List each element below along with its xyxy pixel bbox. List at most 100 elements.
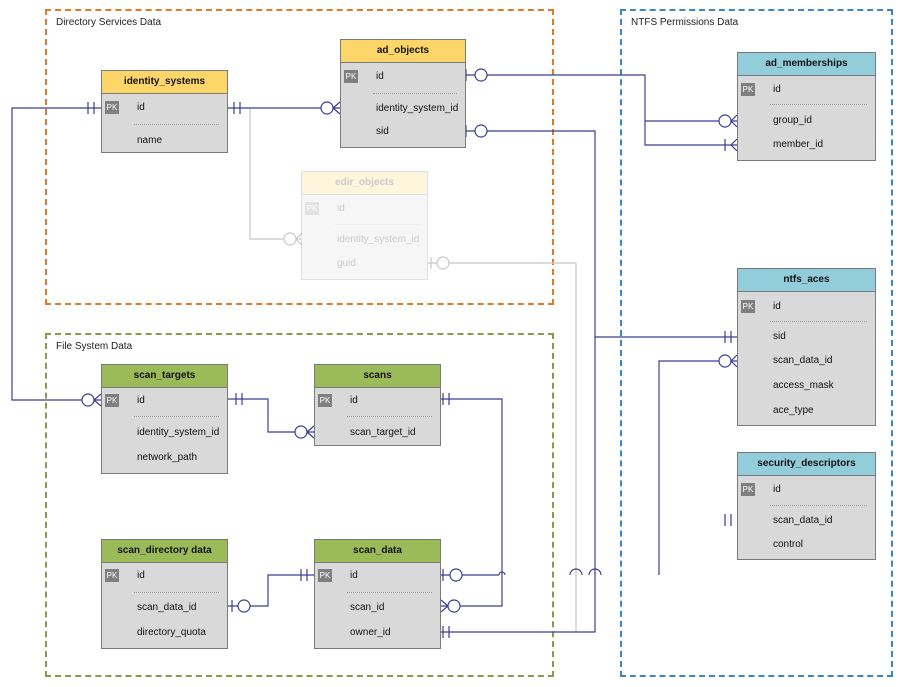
link-identity-systems-scan-targets bbox=[11, 107, 101, 401]
faded-links bbox=[249, 108, 577, 632]
entity-identity-systems[interactable]: identity_systems PK id name bbox=[101, 70, 228, 153]
field-row: access_mask bbox=[738, 378, 875, 394]
active-links bbox=[11, 68, 738, 638]
pk-badge: PK bbox=[105, 569, 119, 582]
entity-edir-objects[interactable]: edir_objects PK id identity_system_id gu… bbox=[301, 171, 428, 280]
pk-badge: PK bbox=[318, 569, 332, 582]
link-scans-scan-data bbox=[441, 398, 503, 607]
field-row: directory_quota bbox=[102, 625, 227, 641]
field-row: identity_system_id bbox=[302, 232, 427, 248]
field-row: PK id bbox=[738, 82, 875, 98]
field-name: id bbox=[773, 301, 781, 312]
field-row: name bbox=[102, 133, 227, 149]
field-name: identity_system_id bbox=[376, 103, 459, 114]
pk-badge: PK bbox=[105, 101, 119, 114]
field-row: scan_data_id bbox=[738, 513, 875, 529]
entity-header: identity_systems bbox=[102, 71, 227, 94]
separator bbox=[134, 416, 219, 417]
entity-header: ad_memberships bbox=[738, 53, 875, 76]
group-directory-services-label: Directory Services Data bbox=[56, 17, 162, 28]
field-row: PK id bbox=[102, 568, 227, 584]
field-name: control bbox=[773, 539, 804, 550]
field-name: id bbox=[337, 203, 345, 214]
field-name: id bbox=[350, 570, 358, 581]
field-name: group_id bbox=[773, 115, 812, 126]
entity-header: scans bbox=[315, 365, 440, 388]
separator bbox=[770, 505, 867, 506]
field-name: scan_id bbox=[350, 602, 385, 613]
field-name: access_mask bbox=[773, 380, 834, 391]
link-identity-systems-edir-objects bbox=[249, 108, 301, 240]
field-row: ace_type bbox=[738, 403, 875, 419]
field-row: guid bbox=[302, 256, 427, 272]
field-name: directory_quota bbox=[137, 627, 206, 638]
pk-badge: PK bbox=[105, 394, 119, 407]
entity-scan-data[interactable]: scan_data PK id scan_id owner_id bbox=[314, 539, 441, 649]
field-row: identity_system_id bbox=[341, 101, 465, 117]
field-name: scan_data_id bbox=[773, 515, 833, 526]
field-name: scan_data_id bbox=[773, 355, 833, 366]
field-name: id bbox=[376, 71, 384, 82]
entity-ad-memberships[interactable]: ad_memberships PK id group_id member_id bbox=[737, 52, 876, 161]
group-file-system-label: File System Data bbox=[56, 341, 133, 352]
entity-header: ad_objects bbox=[341, 40, 465, 63]
field-name: member_id bbox=[773, 139, 824, 150]
field-row: control bbox=[738, 537, 875, 553]
pk-badge: PK bbox=[741, 483, 755, 496]
link-edir-objects-scan-data-owner bbox=[428, 262, 577, 632]
field-name: sid bbox=[773, 331, 786, 342]
pk-badge: PK bbox=[318, 394, 332, 407]
entity-scan-directory-data[interactable]: scan_directory data PK id scan_data_id d… bbox=[101, 539, 228, 649]
field-row: PK id bbox=[315, 393, 440, 409]
link-ad-objects-ad-memberships bbox=[466, 74, 737, 122]
entity-header: ntfs_aces bbox=[738, 269, 875, 292]
field-row: sid bbox=[738, 329, 875, 345]
field-name: guid bbox=[337, 258, 356, 269]
field-name: id bbox=[137, 395, 145, 406]
field-name: scan_data_id bbox=[137, 602, 197, 613]
field-name: id bbox=[773, 84, 781, 95]
field-row: network_path bbox=[102, 450, 227, 466]
separator bbox=[770, 321, 867, 322]
entity-header: scan_directory data bbox=[102, 540, 227, 563]
group-ntfs-permissions-label: NTFS Permissions Data bbox=[631, 17, 739, 28]
separator bbox=[134, 124, 219, 125]
field-row: PK id bbox=[102, 393, 227, 409]
separator bbox=[373, 93, 457, 94]
group-directory-services: Directory Services Data bbox=[45, 9, 554, 305]
field-name: id bbox=[773, 484, 781, 495]
field-row: scan_id bbox=[315, 600, 440, 616]
separator bbox=[770, 104, 867, 105]
field-row: identity_system_id bbox=[102, 425, 227, 441]
separator bbox=[134, 592, 219, 593]
pk-badge: PK bbox=[305, 202, 319, 215]
field-name: sid bbox=[376, 126, 389, 137]
field-row: member_id bbox=[738, 137, 875, 153]
entity-scan-targets[interactable]: scan_targets PK id identity_system_id ne… bbox=[101, 364, 228, 474]
field-name: scan_target_id bbox=[350, 427, 416, 438]
link-scan-targets-scans bbox=[228, 398, 314, 433]
entity-header: edir_objects bbox=[302, 172, 427, 195]
entity-scans[interactable]: scans PK id scan_target_id bbox=[314, 364, 441, 446]
entity-header: scan_data bbox=[315, 540, 440, 563]
separator bbox=[334, 224, 419, 225]
entity-header: security_descriptors bbox=[738, 453, 875, 476]
field-row: scan_data_id bbox=[102, 600, 227, 616]
field-row: owner_id bbox=[315, 625, 440, 641]
entity-header: scan_targets bbox=[102, 365, 227, 388]
group-ntfs-permissions: NTFS Permissions Data bbox=[620, 9, 893, 677]
entity-ntfs-aces[interactable]: ntfs_aces PK id sid scan_data_id access_… bbox=[737, 268, 876, 426]
separator bbox=[347, 592, 432, 593]
group-file-system: File System Data bbox=[45, 333, 554, 677]
field-name: owner_id bbox=[350, 627, 391, 638]
field-name: id bbox=[350, 395, 358, 406]
entity-ad-objects[interactable]: ad_objects PK id identity_system_id sid bbox=[340, 39, 466, 148]
separator bbox=[347, 416, 432, 417]
entity-security-descriptors[interactable]: security_descriptors PK id scan_data_id … bbox=[737, 452, 876, 560]
field-row: PK id bbox=[738, 482, 875, 498]
field-name: identity_system_id bbox=[337, 234, 420, 245]
field-row: PK id bbox=[341, 69, 465, 85]
field-row: PK id bbox=[102, 100, 227, 116]
field-name: id bbox=[137, 570, 145, 581]
